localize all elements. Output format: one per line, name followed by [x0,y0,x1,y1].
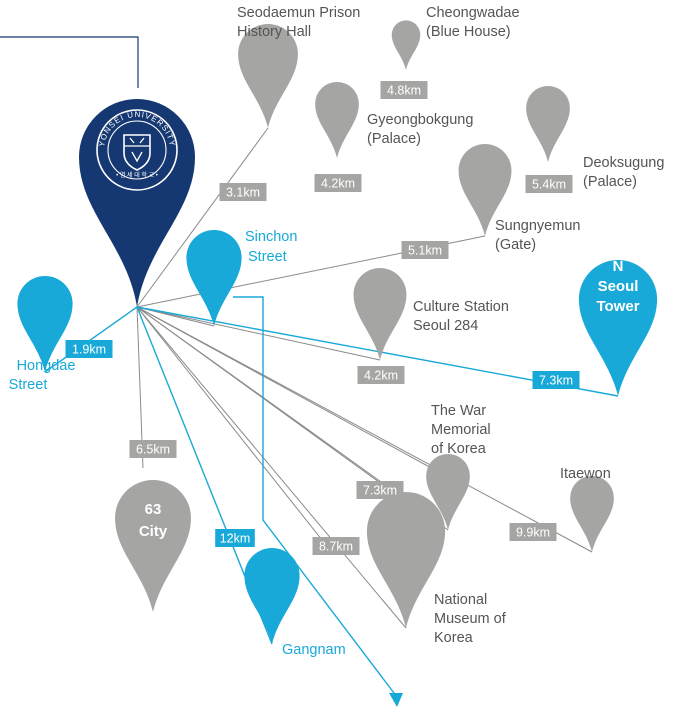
sungnyemun-label-line-1: Sungnyemun [495,218,580,234]
seodaemun-label-line-1: Seodaemun Prison [237,5,360,21]
national-museum-distance-badge: 8.7km [312,537,360,555]
gyeongbokgung-label-line-1: Gyeongbokgung [367,112,473,128]
cheongwadae-label-line-2: (Blue House) [426,24,511,40]
sinchon-label-line-2: Street [248,249,287,265]
national-museum-label-line-2: Museum of [434,611,507,627]
gyeongbokgung-distance: 4.2km [321,177,355,191]
seodaemun-distance: 3.1km [226,186,260,200]
route-line-sinchon [136,306,215,327]
gangnam-label-line-1: Gangnam [282,642,346,658]
63-city-distance: 6.5km [136,443,170,457]
origin-connector-line [0,36,139,88]
deoksugung-label-line-1: Deoksugung [583,155,664,171]
63-city-label-line-2: City [139,523,168,540]
63-city-pin[interactable] [115,480,191,612]
sungnyemun-distance-badge: 5.1km [401,241,449,259]
63-city-label-line-1: 63 [145,501,162,518]
seodaemun-distance-badge: 3.1km [219,183,267,201]
culture-station-label-line-1: Culture Station [413,299,509,315]
national-museum-label-line-1: National [434,592,487,608]
route-line-seodaemun [136,127,269,308]
war-memorial-label-line-2: Memorial [431,422,491,438]
route-line-national-museum [136,306,407,629]
gangnam-distance-badge: 12km [215,529,255,547]
seodaemun-label-line-2: History Hall [237,24,311,40]
hongdae-distance: 1.9km [72,343,106,357]
national-museum-label-line-3: Korea [434,630,474,646]
culture-station-distance-badge: 4.2km [357,366,405,384]
deoksugung-pin[interactable] [526,86,570,162]
culture-station-label-line-2: Seoul 284 [413,318,478,334]
gyeongbokgung-label-line-2: (Palace) [367,131,421,147]
deoksugung-distance-badge: 5.4km [525,175,573,193]
culture-station-pin[interactable] [353,268,407,360]
origin-pin[interactable]: YONSEI UNIVERSITY • 연 세 대 학 교 • [79,99,195,307]
hongdae-distance-badge: 1.9km [65,340,113,358]
n-seoul-tower-label-line-2: Seoul [598,278,639,295]
route-line-hongdae [44,306,138,373]
arrow-head [389,693,403,707]
gangnam-pin[interactable] [244,548,300,644]
n-seoul-tower-distance-badge: 7.3km [532,371,580,389]
n-seoul-tower-label-line-1: N [613,258,624,275]
hongdae-label-line-1: Hongdae [17,358,76,374]
route-line-sinchon-gangnam [233,296,398,698]
route-line-culture-station [136,306,381,361]
national-museum-distance: 8.7km [319,540,353,554]
cheongwadae-distance-badge: 4.8km [380,81,428,99]
svg-text:• 연 세 대 학 교 •: • 연 세 대 학 교 • [116,171,158,179]
itaewon-distance: 9.9km [516,526,550,540]
sungnyemun-distance: 5.1km [408,244,442,258]
cheongwadae-label-line-1: Cheongwadae [426,5,520,21]
itaewon-label-line-1: Itaewon [560,466,611,482]
gyeongbokgung-pin[interactable] [315,82,359,158]
sinchon-label-line-1: Sinchon [245,229,297,245]
63-city-distance-badge: 6.5km [129,440,177,458]
itaewon-pin[interactable] [570,476,614,552]
war-memorial-label-line-3: of Korea [431,441,487,457]
route-line-extra-3 [136,306,331,551]
war-memorial-label-line-1: The War [431,403,486,419]
war-memorial-distance: 7.3km [363,484,397,498]
sungnyemun-label-line-2: (Gate) [495,237,536,253]
deoksugung-label-line-2: (Palace) [583,174,637,190]
war-memorial-distance-badge: 7.3km [356,481,404,499]
route-line-extra-1 [136,306,436,471]
gangnam-distance: 12km [220,532,251,546]
itaewon-distance-badge: 9.9km [509,523,557,541]
n-seoul-tower-distance: 7.3km [539,374,573,388]
route-line-itaewon [136,306,593,553]
hongdae-label-line-2: Street [9,377,48,393]
sinchon-pin[interactable] [186,230,242,326]
culture-station-distance: 4.2km [364,369,398,383]
cheongwadae-distance: 4.8km [387,84,421,98]
n-seoul-tower-label-line-3: Tower [596,298,639,315]
gyeongbokgung-distance-badge: 4.2km [314,174,362,192]
route-lines [136,127,593,629]
cheongwadae-pin[interactable] [391,20,421,70]
deoksugung-distance: 5.4km [532,178,566,192]
